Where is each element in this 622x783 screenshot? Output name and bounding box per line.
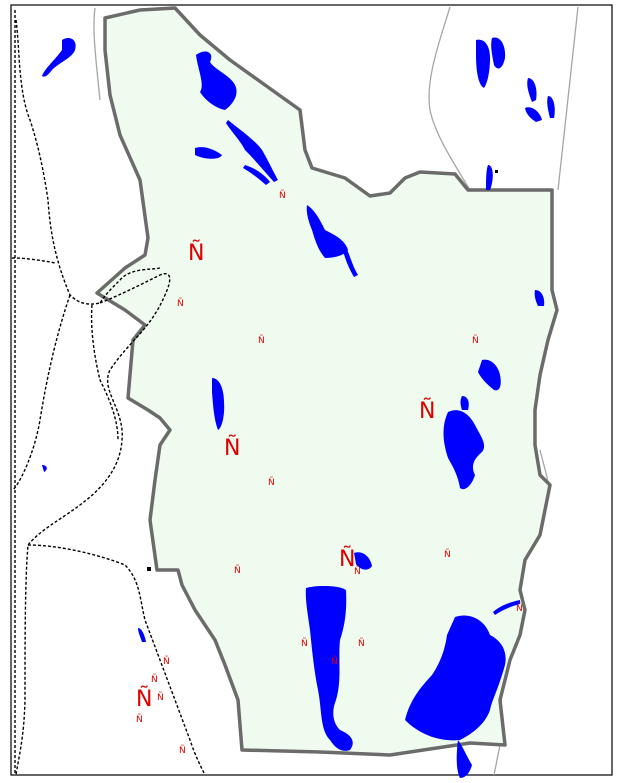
lake-north-small [195, 147, 222, 159]
lake-east-1 [534, 290, 545, 306]
campsite-symbol-small[interactable]: Ñ [444, 549, 451, 560]
campsite-symbol-large[interactable]: Ñ [419, 397, 435, 424]
lake-west-center [212, 378, 225, 430]
lake-east-2 [478, 359, 501, 391]
lake-south-west-small [138, 628, 146, 642]
trail-loop-d [99, 267, 161, 304]
trail-loop-b [90, 304, 119, 441]
stream-north-2 [243, 165, 270, 185]
stream-south-east [493, 600, 520, 615]
campsite-symbol-small[interactable]: Ñ [331, 656, 338, 667]
campsite-symbol-small[interactable]: Ñ [358, 638, 365, 649]
stream-central [342, 245, 358, 277]
campsite-symbol-small[interactable]: Ñ [268, 477, 275, 488]
lake-big-south-east [405, 615, 506, 741]
lake-east-center [443, 410, 485, 490]
road-north-east-2 [557, 6, 579, 191]
lake-north-east-1 [476, 39, 490, 88]
campsite-symbol-large[interactable]: Ñ [224, 434, 240, 461]
lake-north-east-5 [547, 96, 555, 118]
campsite-symbol-small[interactable]: Ñ [279, 190, 286, 201]
campsite-symbol-small[interactable]: Ñ [354, 566, 361, 577]
lake-north-east-6 [486, 165, 493, 190]
lake-central-north [306, 205, 348, 258]
campsite-mark [147, 567, 151, 571]
campsite-symbol-small[interactable]: Ñ [516, 603, 523, 614]
water-bodies [42, 37, 555, 778]
lake-small-center [354, 552, 372, 570]
lake-east-3 [460, 396, 469, 410]
lake-north-east-3 [527, 78, 537, 102]
campsite-mark [495, 170, 498, 173]
trail-north-branch [15, 19, 101, 305]
road-north-east-1 [428, 6, 471, 191]
campsite-symbol-small[interactable]: Ñ [179, 745, 186, 756]
trail-loop-a [15, 273, 171, 776]
campsite-symbol-large[interactable]: Ñ [188, 239, 204, 266]
lake-north-west [42, 38, 76, 77]
campsite-symbol-small[interactable]: Ñ [301, 638, 308, 649]
campsite-symbol-large[interactable]: Ñ [136, 685, 152, 712]
trail-west-junction [11, 257, 56, 264]
campsite-symbol-small[interactable]: Ñ [258, 335, 265, 346]
campsite-symbol-small[interactable]: Ñ [163, 656, 170, 667]
lake-north-east-4 [525, 107, 542, 122]
campsite-marks [147, 170, 498, 571]
campsite-symbol-small[interactable]: Ñ [157, 692, 164, 703]
campsite-symbol-small[interactable]: Ñ [136, 714, 143, 725]
lake-north-east-2 [491, 37, 506, 69]
road-lines [93, 6, 579, 776]
lake-west-edge [42, 465, 47, 472]
trail-lines [11, 10, 206, 776]
trail-loop-c [12, 294, 71, 491]
campsite-symbol-small[interactable]: Ñ [234, 565, 241, 576]
lake-long-south [305, 585, 353, 751]
campsite-symbol-large[interactable]: Ñ [339, 545, 355, 572]
campsite-symbol-small[interactable]: Ñ [151, 674, 158, 685]
lake-south-east-tail [456, 740, 472, 778]
stream-north-1 [226, 120, 278, 182]
campsite-symbol-small[interactable]: Ñ [472, 335, 479, 346]
lake-north-cluster [196, 51, 237, 110]
campsite-symbol-small[interactable]: Ñ [177, 298, 184, 309]
road-north-west [93, 7, 101, 101]
park-boundary[interactable] [95, 6, 559, 757]
road-bottom [493, 744, 501, 776]
